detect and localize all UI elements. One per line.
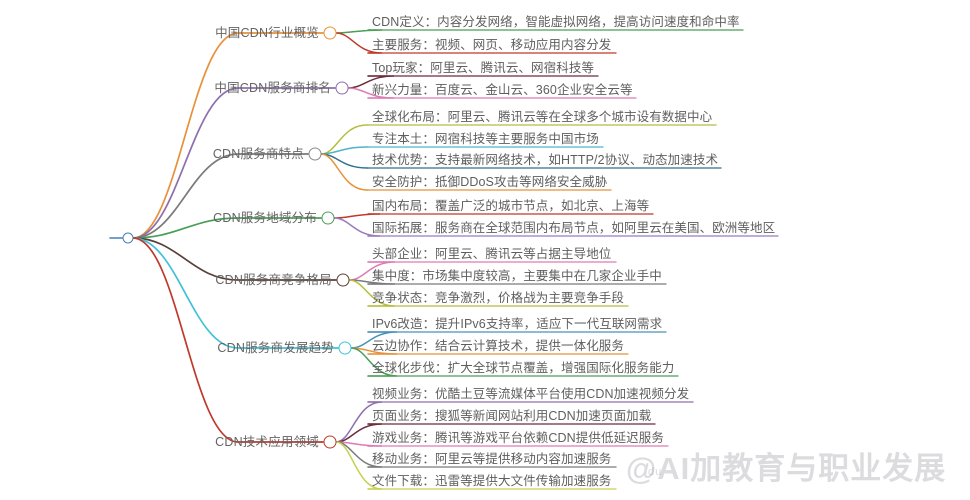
branch-label[interactable]: 中国CDN行业概览 xyxy=(215,25,319,40)
child-label[interactable]: 云边协作：结合云计算技术，提供一体化服务 xyxy=(372,338,625,353)
child-label[interactable]: 技术优势：支持最新网络技术，如HTTP/2协议、动态加速技术 xyxy=(372,152,719,167)
child-label[interactable]: CDN定义：内容分发网络，智能虚拟网络，提高访问速度和命中率 xyxy=(372,14,740,29)
branch-label[interactable]: CDN技术应用领域 xyxy=(215,434,319,449)
child-label[interactable]: 全球化步伐：扩大全球节点覆盖，增强国际化服务能力 xyxy=(372,360,675,375)
connector-path xyxy=(132,87,336,239)
connector-path xyxy=(132,217,322,239)
child-label[interactable]: 页面业务：搜狐等新闻网站利用CDN加速页面加载 xyxy=(372,408,652,423)
branch-label[interactable]: CDN服务地域分布 xyxy=(213,210,317,225)
branch-node-circle[interactable] xyxy=(323,435,337,449)
child-label[interactable]: 专注本土：网宿科技等主要服务中国市场 xyxy=(372,131,599,146)
connector-path xyxy=(132,237,339,349)
connector-path xyxy=(320,146,369,155)
branch-node-circle[interactable] xyxy=(323,26,337,40)
connector-path xyxy=(132,237,324,443)
child-label[interactable]: 主要服务：视频、网页、移动应用内容分发 xyxy=(372,37,612,52)
child-label[interactable]: 安全防护：抵御DDoS攻击等网络安全威胁 xyxy=(372,174,608,189)
branch-node-circle[interactable] xyxy=(321,211,335,225)
child-label[interactable]: 国内布局：覆盖广泛的城市节点，如北京、上海等 xyxy=(372,198,650,213)
child-label[interactable]: 全球化布局：阿里云、腾讯云等在全球多个城市设有数据中心 xyxy=(372,109,713,124)
child-label[interactable]: Top玩家：阿里云、腾讯云、网宿科技等 xyxy=(372,60,595,75)
branch-label[interactable]: CDN服务商竞争格局 xyxy=(215,272,332,287)
child-label[interactable]: 集中度：市场集中度较高，主要集中在几家企业手中 xyxy=(372,268,662,283)
branch-node-circle[interactable] xyxy=(335,81,349,95)
connector-path xyxy=(320,153,369,191)
child-label[interactable]: 移动业务：阿里云等提供移动内容加速服务 xyxy=(372,451,612,466)
branch-label[interactable]: 中国CDN服务商排名 xyxy=(214,80,331,95)
connector-path xyxy=(132,153,309,239)
root-node-circle[interactable] xyxy=(122,232,134,244)
child-label[interactable]: 国际拓展：服务商在全球范围内布局节点，如阿里云在美国、欧洲等地区 xyxy=(372,220,776,235)
child-label[interactable]: IPv6改造：提升IPv6支持率，适应下一代互联网需求 xyxy=(372,316,663,331)
child-label[interactable]: 头部企业：阿里云、腾讯云等占据主导地位 xyxy=(372,246,612,261)
child-label[interactable]: 新兴力量：百度云、金山云、360企业安全云等 xyxy=(372,82,633,97)
branch-label[interactable]: CDN服务商特点 xyxy=(212,146,304,161)
connector-path xyxy=(132,237,337,281)
child-label[interactable]: 视频业务：优酷土豆等流媒体平台使用CDN加速视频分发 xyxy=(372,386,690,401)
branch-label[interactable]: CDN服务商发展趋势 xyxy=(217,340,334,355)
connector-path xyxy=(132,32,324,239)
branch-node-circle[interactable] xyxy=(338,341,352,355)
child-label[interactable]: 竞争状态：竞争激烈，价格战为主要竞争手段 xyxy=(372,290,625,305)
branch-node-circle[interactable] xyxy=(308,147,322,161)
branch-node-circle[interactable] xyxy=(336,273,350,287)
child-label[interactable]: 游戏业务：腾讯等游戏平台依赖CDN提供低延迟服务 xyxy=(372,430,664,445)
child-label[interactable]: 文件下载：迅雷等提供大文件传输加速服务 xyxy=(372,473,612,488)
